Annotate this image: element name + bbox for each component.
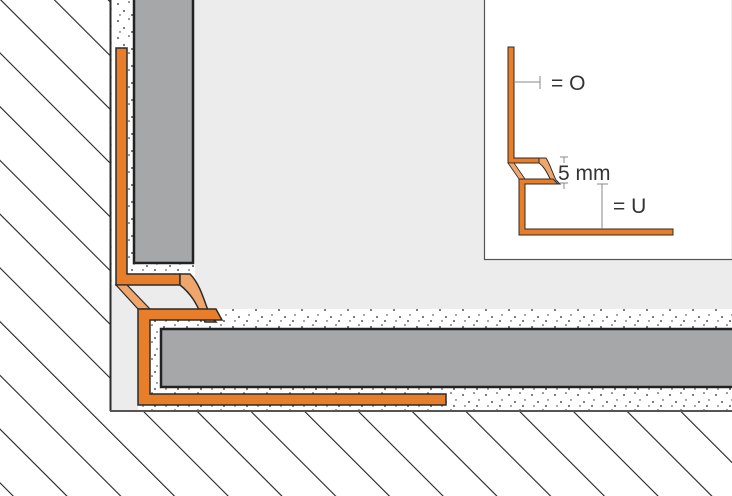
wall-tile [132,0,195,265]
corner-gap [110,285,138,411]
lower-leg-label: = U [613,195,647,218]
upper-leg-label: = O [551,72,586,95]
gap-dimension-label: 5 mm [558,162,611,185]
lower-profile [137,308,447,406]
floor-tile [159,327,732,389]
detail-inset [483,0,732,261]
floor-substrate [0,411,732,496]
